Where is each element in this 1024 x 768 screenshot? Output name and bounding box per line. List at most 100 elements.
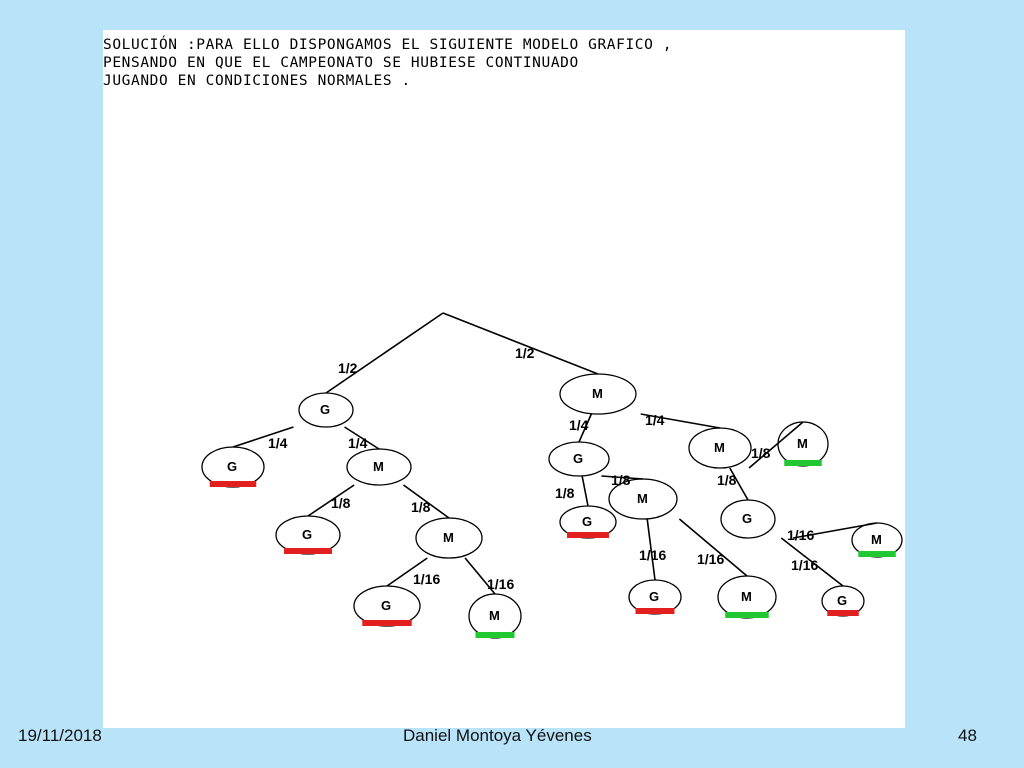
tree-edge <box>780 537 844 587</box>
g-wins-mark <box>284 548 332 554</box>
tree-edge <box>464 557 496 595</box>
node-label: G <box>649 589 659 604</box>
node-label: M <box>373 459 384 474</box>
tree-node: M <box>608 478 678 520</box>
tree-node: M <box>851 522 903 558</box>
solution-heading: SOLUCIÓN :PARA ELLO DISPONGAMOS EL SIGUI… <box>103 36 905 90</box>
tree-edge <box>646 518 656 581</box>
probability-label: 1/4 <box>645 412 665 428</box>
tree-node: M <box>346 448 412 486</box>
tree-edge <box>386 557 428 587</box>
tree-node: G <box>298 392 354 428</box>
node-label: M <box>871 532 882 547</box>
node-label: M <box>443 530 454 545</box>
tree-node: M <box>688 427 752 469</box>
tree-node: M <box>468 593 522 639</box>
tree-edge <box>640 413 721 429</box>
tree-node: G <box>548 441 610 477</box>
probability-label: 1/16 <box>697 551 724 567</box>
g-wins-mark <box>209 481 257 487</box>
node-label: G <box>381 598 391 613</box>
node-circle <box>298 392 354 428</box>
heading-line-1: SOLUCIÓN :PARA ELLO DISPONGAMOS EL SIGUI… <box>103 37 673 53</box>
tree-edge <box>578 413 593 443</box>
tree-edge <box>748 421 804 469</box>
node-label: G <box>837 593 847 608</box>
tree-edge <box>325 312 444 394</box>
tree-node: G <box>201 446 265 488</box>
tree-edge <box>601 475 644 480</box>
tree-edge <box>581 475 589 507</box>
m-wins-mark <box>858 551 896 557</box>
tree-edge <box>403 484 450 519</box>
tree-node: G <box>353 585 421 627</box>
probability-label: 1/8 <box>611 472 631 488</box>
m-wins-mark <box>475 632 515 638</box>
slide-panel: SOLUCIÓN :PARA ELLO DISPONGAMOS EL SIGUI… <box>103 30 905 728</box>
node-label: M <box>637 491 648 506</box>
tree-edge <box>232 426 294 448</box>
node-label: G <box>320 402 330 417</box>
m-wins-mark <box>725 612 769 618</box>
footer-page-number: 48 <box>958 726 977 745</box>
node-label: M <box>592 386 603 401</box>
probability-label: 1/2 <box>515 345 535 361</box>
probability-label: 1/4 <box>348 435 368 451</box>
probability-label: 1/16 <box>487 576 514 592</box>
node-label: M <box>741 589 752 604</box>
footer-author: Daniel Montoya Yévenes <box>403 726 592 745</box>
probability-labels: 1/2 1/2 1/4 1/4 1/8 1/8 1/16 1/16 1/4 1/4 1/8 1/8 1/… <box>268 345 818 592</box>
tree-edge <box>344 426 380 450</box>
heading-line-3: JUGANDO EN CONDICIONES NORMALES . <box>103 73 411 89</box>
probability-label: 1/16 <box>639 547 666 563</box>
tree-node: G <box>275 515 341 555</box>
tree-edge <box>307 484 355 517</box>
g-wins-mark <box>567 532 609 538</box>
probability-label: 1/4 <box>268 435 288 451</box>
g-wins-mark <box>635 608 675 614</box>
node-label: M <box>714 440 725 455</box>
probability-tree-diagram: 1/2 1/2 1/4 1/4 1/8 1/8 1/16 1/16 1/4 1/4 1/8 1/8 1/… <box>201 312 903 639</box>
tree-node: M <box>777 421 829 467</box>
node-label: G <box>582 514 592 529</box>
probability-label: 1/8 <box>717 472 737 488</box>
node-label: G <box>742 511 752 526</box>
node-circle <box>415 517 483 559</box>
node-label: G <box>302 527 312 542</box>
probability-label: 1/4 <box>569 417 589 433</box>
node-label: M <box>489 608 500 623</box>
node-circle <box>608 478 678 520</box>
g-wins-mark <box>827 610 859 616</box>
node-label: G <box>227 459 237 474</box>
probability-label: 1/8 <box>751 445 771 461</box>
tree-node: G <box>821 585 865 617</box>
node-circle <box>548 441 610 477</box>
node-circle <box>720 499 776 539</box>
tree-node: G <box>720 499 776 539</box>
tree-edge <box>729 467 749 501</box>
probability-label: 1/8 <box>331 495 351 511</box>
tree-node: M <box>717 575 777 619</box>
node-circle <box>688 427 752 469</box>
probability-label: 1/16 <box>791 557 818 573</box>
footer-date: 19/11/2018 <box>18 726 102 745</box>
node-circle <box>559 373 637 415</box>
tree-node: M <box>415 517 483 559</box>
tree-edge <box>678 518 748 577</box>
node-label: M <box>797 436 808 451</box>
probability-label: 1/8 <box>411 499 431 515</box>
tree-node: G <box>628 579 682 615</box>
heading-line-2: PENSANDO EN QUE EL CAMPEONATO SE HUBIESE… <box>103 55 579 71</box>
probability-label: 1/16 <box>787 527 814 543</box>
probability-label: 1/2 <box>338 360 358 376</box>
probability-label: 1/8 <box>555 485 575 501</box>
m-wins-mark <box>784 460 822 466</box>
node-label: G <box>573 451 583 466</box>
probability-label: 1/16 <box>413 571 440 587</box>
node-circle <box>346 448 412 486</box>
tree-nodes: G G M G M G M M G G M G M M M G M G <box>201 373 903 639</box>
g-wins-mark <box>362 620 412 626</box>
tree-node: G <box>559 505 617 539</box>
tree-node: M <box>559 373 637 415</box>
tree-edge <box>442 312 599 375</box>
